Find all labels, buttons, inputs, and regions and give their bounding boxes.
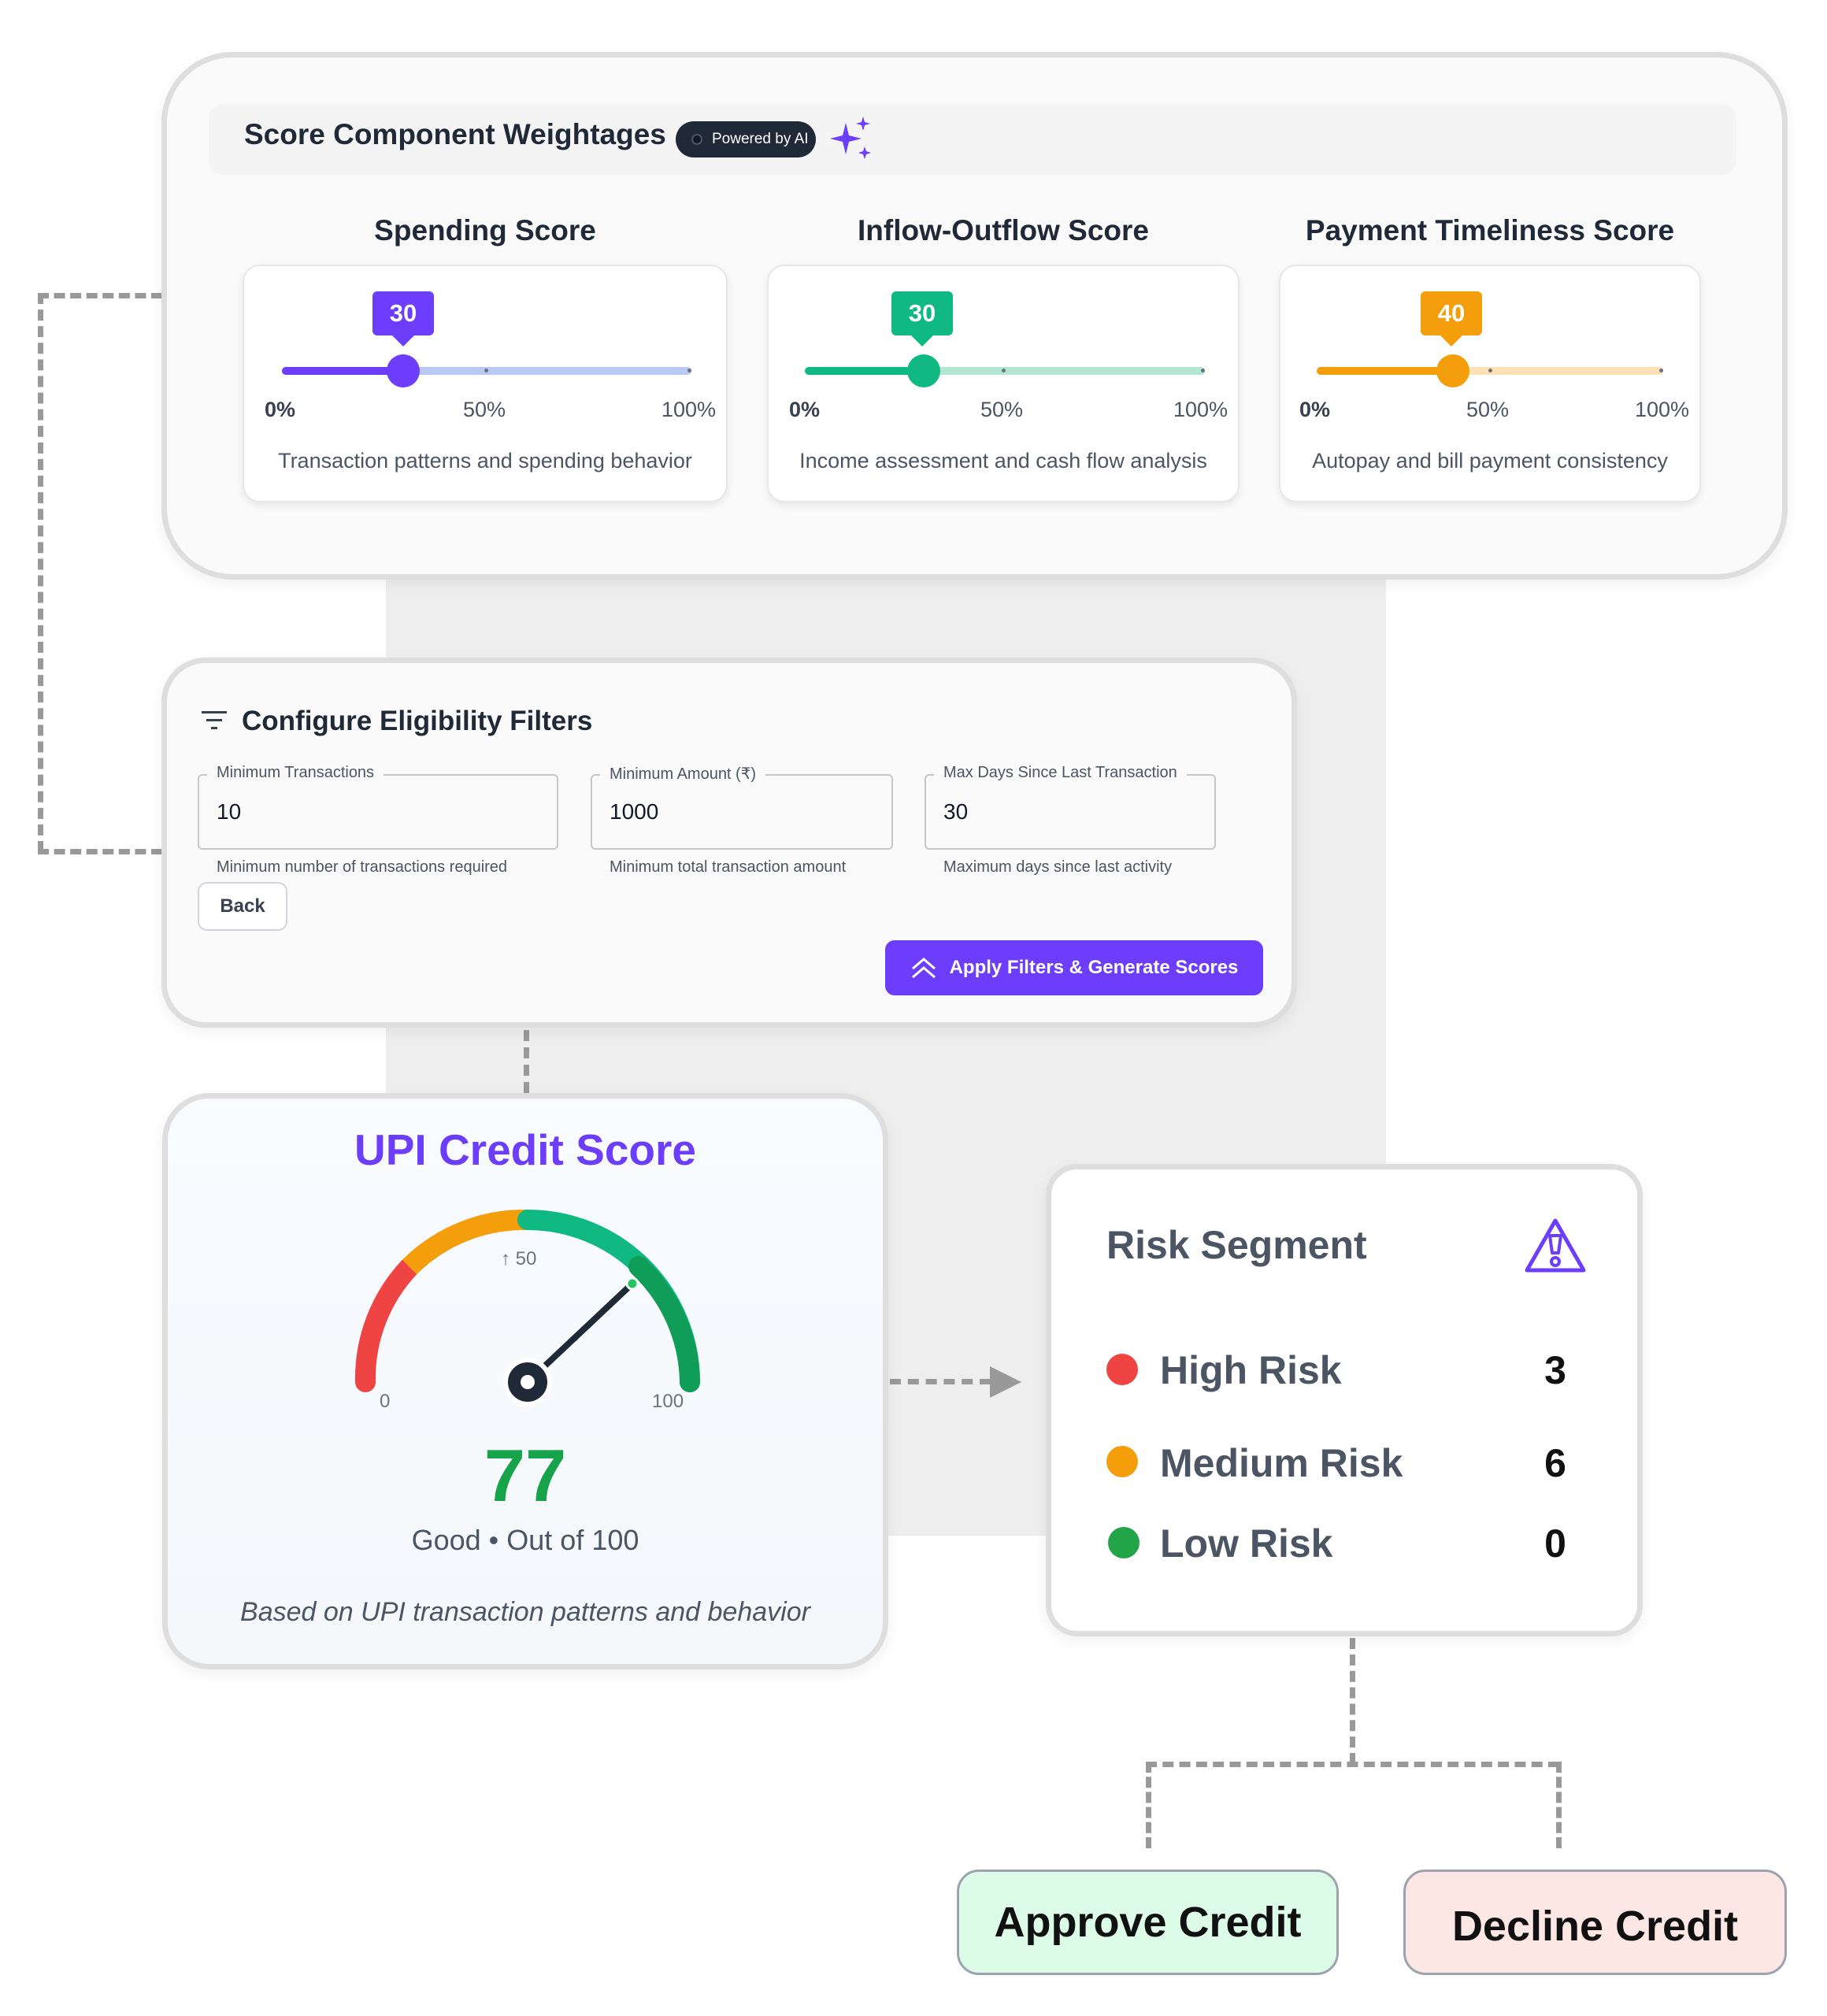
- gauge-arc-mid: [402, 1209, 528, 1275]
- decline-credit-button[interactable]: Decline Credit: [1403, 1870, 1787, 1975]
- weightages-title: Score Component Weightages: [244, 118, 666, 150]
- slider-fill: [805, 367, 923, 375]
- scale-mid: 50%: [1466, 398, 1510, 421]
- low-risk-count: 0: [1544, 1521, 1566, 1566]
- connector-line: [38, 293, 162, 298]
- slider-tick: [484, 369, 488, 372]
- apply-filters-label: Apply Filters & Generate Scores: [949, 957, 1239, 978]
- payment-timeliness-value-tooltip: 40: [1421, 291, 1482, 346]
- scale-max: 100%: [662, 398, 717, 421]
- low-risk-label: Low Risk: [1160, 1521, 1333, 1566]
- spending-slider[interactable]: 30: [282, 291, 691, 387]
- scale-min: 0%: [1299, 398, 1331, 421]
- medium-risk-count: 6: [1544, 1441, 1566, 1485]
- connector-line: [1146, 1762, 1151, 1848]
- max-days-label: Max Days Since Last Transaction: [934, 764, 1187, 782]
- min-transactions-value[interactable]: 10: [217, 799, 242, 824]
- payment-timeliness-score-description: Autopay and bill payment consistency: [1312, 449, 1668, 472]
- scale-mid: 50%: [980, 398, 1024, 421]
- high-risk-dot: [1106, 1354, 1138, 1385]
- risk-segment-title: Risk Segment: [1106, 1223, 1367, 1267]
- apply-filters-button[interactable]: Apply Filters & Generate Scores: [885, 940, 1263, 995]
- slider-tick: [1659, 369, 1663, 372]
- connector-line: [1146, 1762, 1559, 1767]
- payment-timeliness-score-title: Payment Timeliness Score: [1305, 214, 1675, 246]
- sparkle-icon: [830, 117, 871, 159]
- max-days-value[interactable]: 30: [943, 799, 969, 824]
- credit-score-title: UPI Credit Score: [354, 1125, 696, 1174]
- connector-line: [38, 849, 162, 854]
- slider-fill: [282, 367, 403, 375]
- connector-line: [1350, 1638, 1355, 1764]
- gauge-needle-tip: [625, 1277, 639, 1291]
- inflow-outflow-value-tooltip: 30: [891, 291, 953, 346]
- min-amount-label: Minimum Amount (₹): [600, 764, 766, 784]
- gauge-arc-low: [354, 1257, 420, 1392]
- credit-score-value: 77: [484, 1434, 567, 1517]
- ai-badge: Powered by AI: [676, 121, 816, 158]
- credit-score-rating: Good • Out of 100: [411, 1524, 639, 1556]
- slider-thumb[interactable]: [387, 354, 420, 387]
- arrow-head: [990, 1366, 1021, 1398]
- payment-timeliness-score-card: [1279, 265, 1701, 502]
- min-amount-help: Minimum total transaction amount: [610, 858, 847, 876]
- connector-line: [890, 1379, 991, 1384]
- back-button[interactable]: Back: [198, 882, 287, 931]
- min-amount-value[interactable]: 1000: [610, 799, 659, 824]
- gauge-arc-good: [628, 1256, 700, 1392]
- spending-score-description: Transaction patterns and spending behavi…: [278, 449, 692, 472]
- spending-score-title: Spending Score: [374, 214, 596, 246]
- inflow-outflow-score-title: Inflow-Outflow Score: [858, 214, 1149, 246]
- ai-badge-label: Powered by AI: [712, 131, 809, 147]
- inflow-outflow-score-description: Income assessment and cash flow analysis: [799, 449, 1207, 472]
- filter-icon: [202, 711, 227, 729]
- medium-risk-dot: [1106, 1446, 1138, 1477]
- scale-max: 100%: [1635, 398, 1690, 421]
- min-transactions-field[interactable]: [198, 774, 558, 850]
- risk-row-high: High Risk 3: [1106, 1343, 1579, 1398]
- gauge-mid-label: ↑ 50: [501, 1248, 537, 1269]
- credit-score-note: Based on UPI transaction patterns and be…: [240, 1597, 810, 1627]
- scale-min: 0%: [789, 398, 821, 421]
- high-risk-label: High Risk: [1160, 1348, 1342, 1392]
- payment-timeliness-slider[interactable]: 40: [1317, 291, 1663, 387]
- gauge-max-label: 100: [652, 1391, 684, 1412]
- gauge-min-label: 0: [380, 1391, 391, 1412]
- scale-max: 100%: [1173, 398, 1228, 421]
- slider-fill: [1317, 367, 1452, 375]
- risk-row-medium: Medium Risk 6: [1106, 1437, 1579, 1492]
- max-days-field[interactable]: [925, 774, 1216, 850]
- scale-mid: 50%: [463, 398, 506, 421]
- low-risk-dot: [1108, 1527, 1140, 1558]
- min-transactions-help: Minimum number of transactions required: [217, 858, 508, 876]
- approve-credit-button[interactable]: Approve Credit: [957, 1870, 1339, 1975]
- ai-dot-icon: [691, 134, 702, 145]
- slider-thumb[interactable]: [907, 354, 940, 387]
- credit-score-gauge: [354, 1209, 700, 1406]
- inflow-outflow-score-card: [767, 265, 1240, 502]
- min-transactions-label: Minimum Transactions: [207, 764, 384, 782]
- inflow-outflow-slider[interactable]: 30: [805, 291, 1205, 387]
- weightages-header: [209, 104, 1736, 175]
- scale-min: 0%: [265, 398, 296, 421]
- spending-value-tooltip: 30: [372, 291, 434, 346]
- double-chevron-up-icon: [911, 958, 936, 979]
- high-risk-count: 3: [1544, 1348, 1566, 1392]
- connector-line: [38, 293, 43, 852]
- warning-icon: [1525, 1218, 1586, 1273]
- spending-score-card: [243, 265, 728, 502]
- slider-tick: [687, 369, 691, 372]
- slider-tick: [1201, 369, 1205, 372]
- connector-line: [1556, 1762, 1562, 1848]
- medium-risk-label: Medium Risk: [1160, 1441, 1403, 1485]
- filters-title: Configure Eligibility Filters: [242, 706, 593, 736]
- max-days-help: Maximum days since last activity: [943, 858, 1173, 876]
- slider-tick: [1002, 369, 1006, 372]
- connector-line: [524, 1030, 529, 1093]
- slider-tick: [1488, 369, 1492, 372]
- risk-row-low: Low Risk 0: [1106, 1516, 1579, 1571]
- slider-thumb[interactable]: [1436, 354, 1469, 387]
